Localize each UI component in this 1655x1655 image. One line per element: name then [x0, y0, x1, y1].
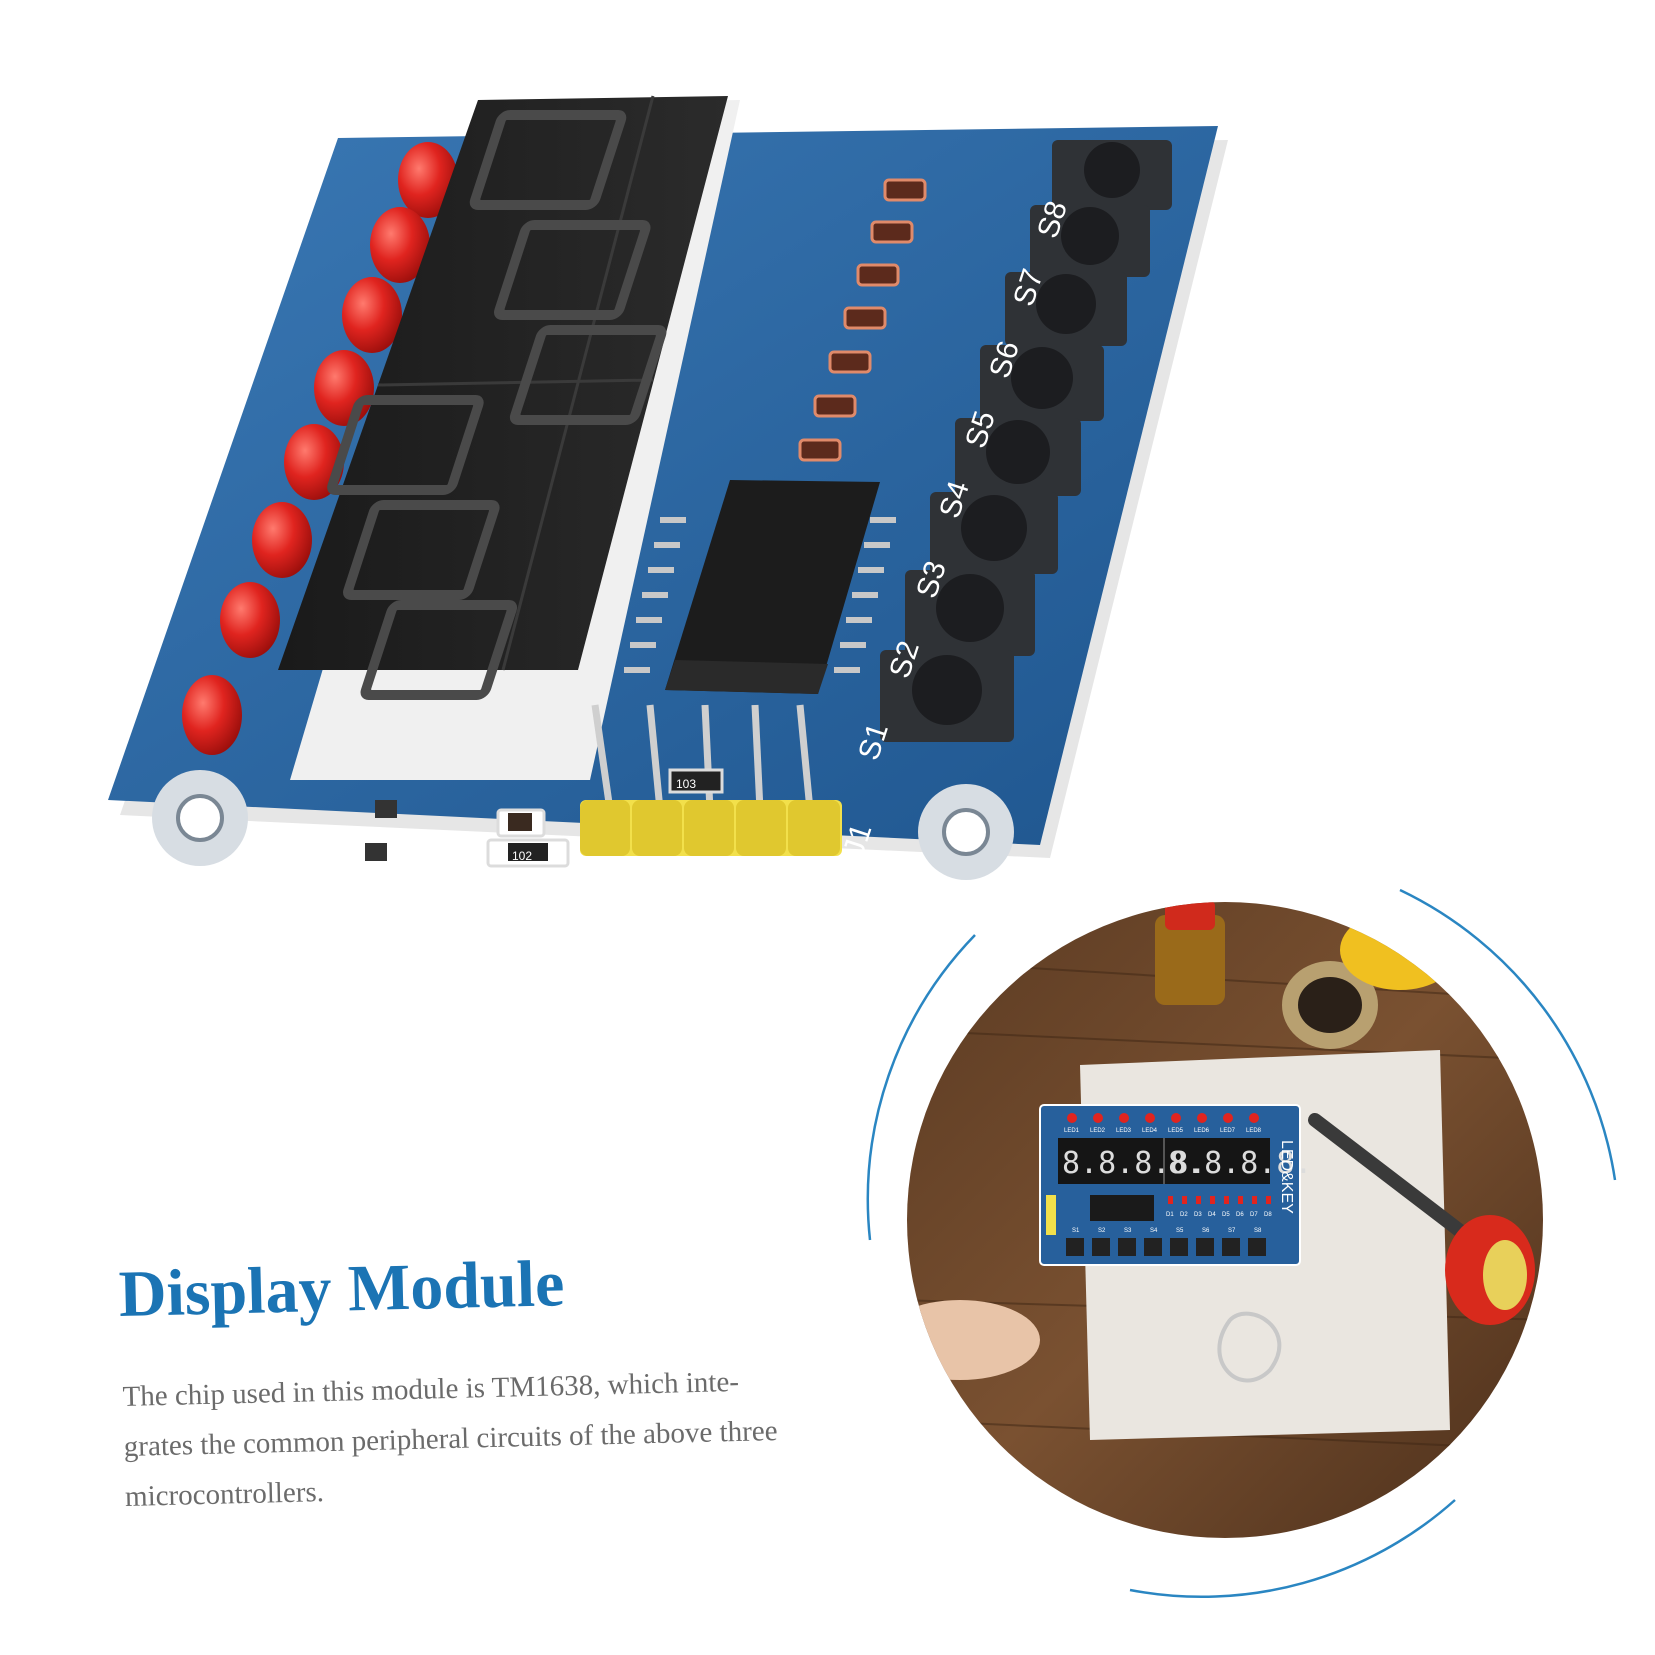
header-pins [580, 704, 842, 856]
inset-diode-label: D4 [1208, 1212, 1216, 1218]
inset-button-label: S8 [1254, 1228, 1262, 1234]
inset-diode-label: D3 [1194, 1212, 1202, 1218]
resistor-code: 102 [512, 849, 532, 863]
board-photo: J1 S1 S2 S3 S4 S5 S6 S7 S8 103 102 [108, 95, 1228, 880]
inset-led-label: LED2 [1090, 1128, 1106, 1134]
inset-button-label: S1 [1072, 1228, 1080, 1234]
page-title: Display Module [117, 1247, 566, 1331]
mounting-hole [152, 770, 248, 866]
inset-diode-label: D6 [1236, 1212, 1244, 1218]
inset-button-label: S7 [1228, 1228, 1236, 1234]
inset-led-label: LED3 [1116, 1128, 1132, 1134]
inset-diode-label: D8 [1264, 1212, 1272, 1218]
inset-display-left: 8.8.8.8. [1062, 1146, 1207, 1181]
inset-button-label: S4 [1150, 1228, 1158, 1234]
inset-diode-label: D2 [1180, 1212, 1188, 1218]
tm1638-chip [624, 480, 896, 694]
inset-led-label: LED4 [1142, 1128, 1158, 1134]
inset-board-title: LED&KEY [1278, 1140, 1295, 1214]
description-line: The chip used in this module is TM1638, … [122, 1365, 740, 1413]
seven-segment-display [278, 95, 740, 780]
description-line: microcontrollers. [124, 1476, 325, 1513]
inset-board: LED1 LED2 LED3 LED4 LED5 LED6 LED7 LED8 … [1039, 1104, 1313, 1266]
inset-button-label: S5 [1176, 1228, 1184, 1234]
description-line: grates the common peripheral circuits of… [123, 1415, 778, 1463]
smd-resistors [365, 768, 724, 868]
inset-button-label: S3 [1124, 1228, 1132, 1234]
resistor-code: 103 [676, 777, 696, 791]
inset-display-right: 8.8.8.8. [1168, 1146, 1313, 1181]
inset-diode-label: D7 [1250, 1212, 1258, 1218]
inset-led-label: LED5 [1168, 1128, 1184, 1134]
led-column [182, 142, 458, 755]
inset-led-label: LED7 [1220, 1128, 1236, 1134]
inset-led-label: LED1 [1064, 1128, 1080, 1134]
usage-photo: LED1 LED2 LED3 LED4 LED5 LED6 LED7 LED8 … [907, 902, 1543, 1538]
inset-diode-label: D5 [1222, 1212, 1230, 1218]
inset-button-label: S2 [1098, 1228, 1106, 1234]
inset-led-label: LED8 [1246, 1128, 1262, 1134]
inset-led-label: LED6 [1194, 1128, 1210, 1134]
description-text: The chip used in this module is TM1638, … [122, 1353, 895, 1522]
inset-diode-label: D1 [1166, 1212, 1174, 1218]
mounting-hole [918, 784, 1014, 880]
inset-button-label: S6 [1202, 1228, 1210, 1234]
decorative-arcs [866, 888, 1617, 1598]
tactile-buttons [880, 140, 1172, 742]
